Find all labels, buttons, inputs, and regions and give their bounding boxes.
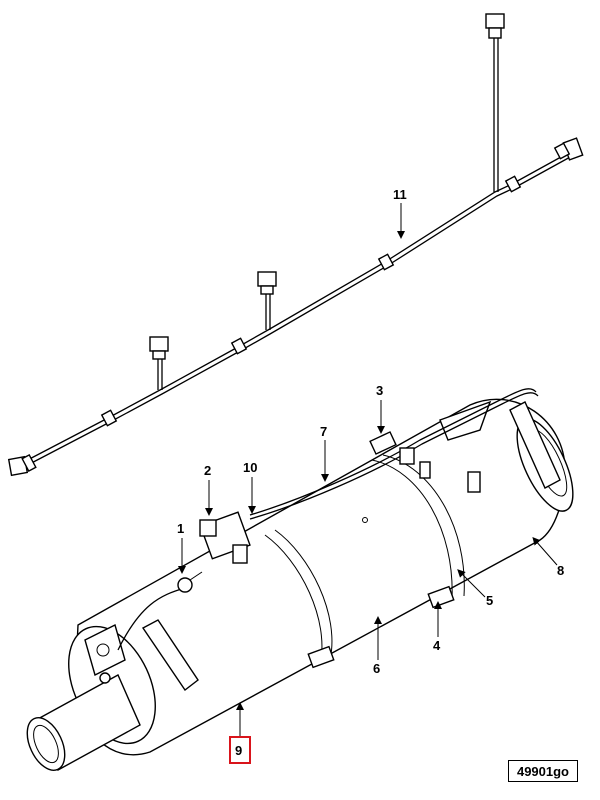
callout-1: 1 — [177, 521, 184, 536]
highlight-box — [229, 736, 251, 764]
callout-6: 6 — [373, 661, 380, 676]
callout-8: 8 — [557, 563, 564, 578]
aftertreatment-assembly — [26, 388, 574, 771]
callout-7: 7 — [320, 424, 327, 439]
callout-11: 11 — [393, 187, 407, 202]
callout-3: 3 — [376, 383, 383, 398]
callout-9: 9 — [235, 743, 242, 758]
leader-arrows — [178, 203, 558, 736]
wiring-harness — [7, 13, 584, 477]
callout-10: 10 — [243, 460, 257, 475]
callout-5: 5 — [486, 593, 493, 608]
callout-labels: 1 2 3 4 5 6 7 8 9 10 11 — [177, 187, 564, 764]
figure-id-label: 49901go — [508, 760, 578, 782]
callout-4: 4 — [433, 638, 441, 653]
callout-2: 2 — [204, 463, 211, 478]
